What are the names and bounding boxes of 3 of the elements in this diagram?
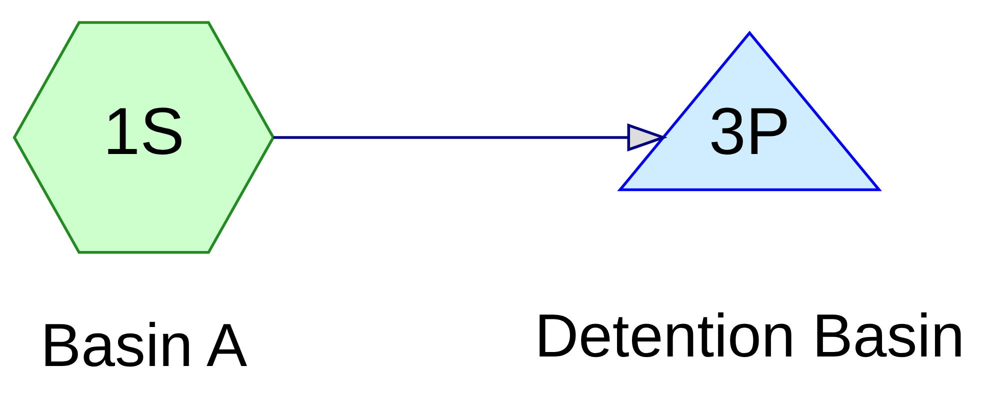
node-label: Detention Basin: [534, 302, 965, 370]
node-label: Basin A: [40, 311, 248, 380]
arrow: [273, 123, 668, 152]
